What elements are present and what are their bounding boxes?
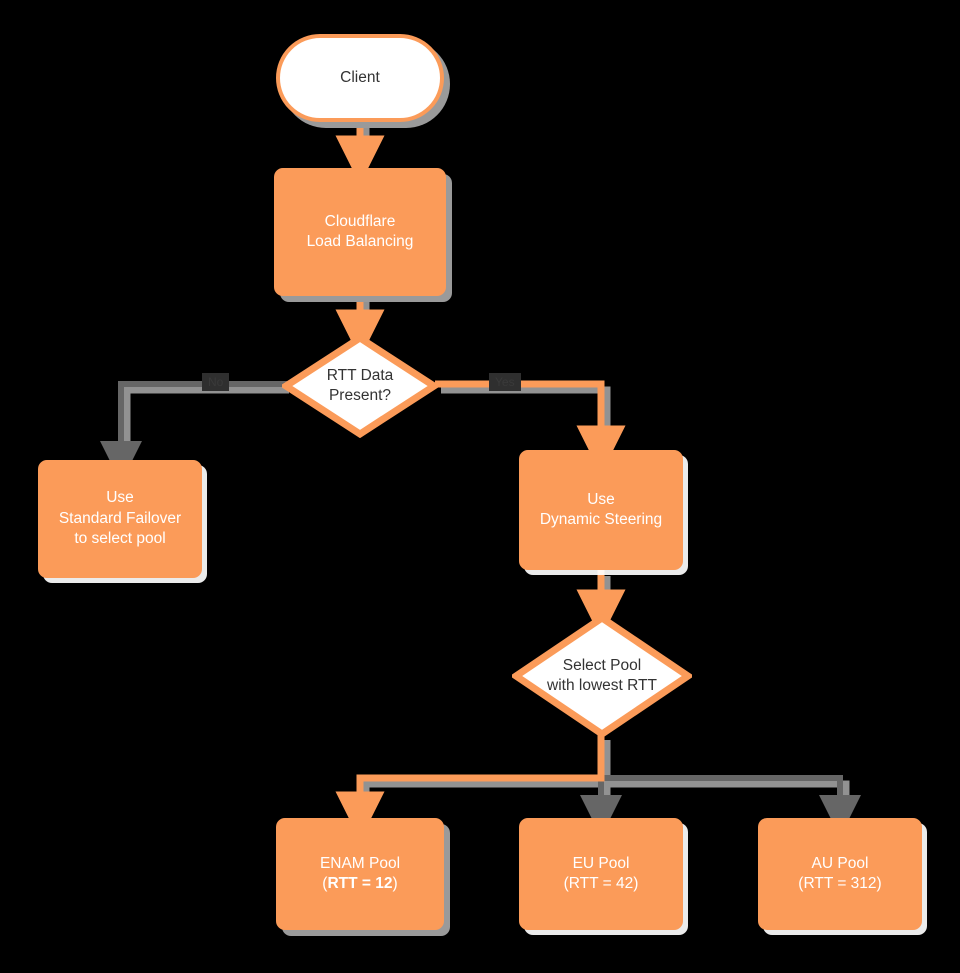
node-enam-pool-label: ENAM Pool (RTT = 12) [320,854,400,895]
node-au-pool-line2: (RTT = 312) [798,875,882,892]
node-select-pool-line2: with lowest RTT [547,677,657,694]
node-standard-failover-line1: Use [106,489,134,507]
node-load-balancing-label: Cloudflare Load Balancing [307,212,414,253]
node-select-pool-line1: Select Pool [562,656,642,674]
node-load-balancing-line1: Cloudflare [324,212,396,230]
node-enam-pool-line1: ENAM Pool [319,854,401,872]
node-rtt-decision-label: RTT Data Present? [282,334,438,438]
node-dynamic-steering[interactable]: Use Dynamic Steering [519,450,683,570]
node-standard-failover-line2: Standard Failover [58,509,182,527]
edge-rtt-no-to-standard-failover [100,381,289,483]
node-au-pool[interactable]: AU Pool (RTT = 312) [758,818,922,930]
node-client-label: Client [340,68,380,86]
edge-rtt-yes-to-dynamic-steering [435,380,626,475]
node-enam-pool[interactable]: ENAM Pool (RTT = 12) [276,818,444,930]
node-au-pool-line1: AU Pool [811,854,869,872]
edge-group-gray [100,381,861,837]
node-select-pool-label: Select Pool with lowest RTT [512,614,692,738]
edge-shadow-layer [123,126,850,822]
node-rtt-decision-line2: Present? [328,387,392,404]
node-eu-pool-line1: EU Pool [572,854,630,872]
node-standard-failover[interactable]: Use Standard Failover to select pool [38,460,202,578]
node-eu-pool-line2: (RTT = 42) [563,875,639,892]
node-enam-pool-line2: (RTT = 12) [320,874,400,894]
node-eu-pool-label: EU Pool (RTT = 42) [564,854,639,895]
node-enam-pool-rtt-value: RTT = 12 [327,875,393,892]
edge-select-pool-to-enam [335,734,605,841]
edge-label-yes: Yes [489,373,521,391]
node-enam-pool-rtt-prefix: ( [322,875,328,892]
node-eu-pool[interactable]: EU Pool (RTT = 42) [519,818,683,930]
node-dynamic-steering-label: Use Dynamic Steering [540,490,662,531]
node-enam-pool-rtt-suffix: ) [392,875,398,892]
node-dynamic-steering-line1: Use [587,490,615,508]
node-client[interactable]: Client [276,34,444,122]
node-rtt-decision-line1: RTT Data [326,366,394,384]
node-load-balancing-line2: Load Balancing [306,233,414,250]
node-select-pool[interactable]: Select Pool with lowest RTT [512,614,692,738]
node-dynamic-steering-line2: Dynamic Steering [539,511,663,528]
rtt-decision-diamond-shape [282,334,438,438]
node-standard-failover-label: Use Standard Failover to select pool [59,488,181,549]
edge-label-no: No [202,373,230,391]
node-load-balancing[interactable]: Cloudflare Load Balancing [274,168,446,296]
node-au-pool-label: AU Pool (RTT = 312) [798,854,881,895]
node-standard-failover-line3: to select pool [74,530,166,548]
node-rtt-decision[interactable]: RTT Data Present? [282,334,438,438]
edge-select-pool-to-au [601,775,861,837]
